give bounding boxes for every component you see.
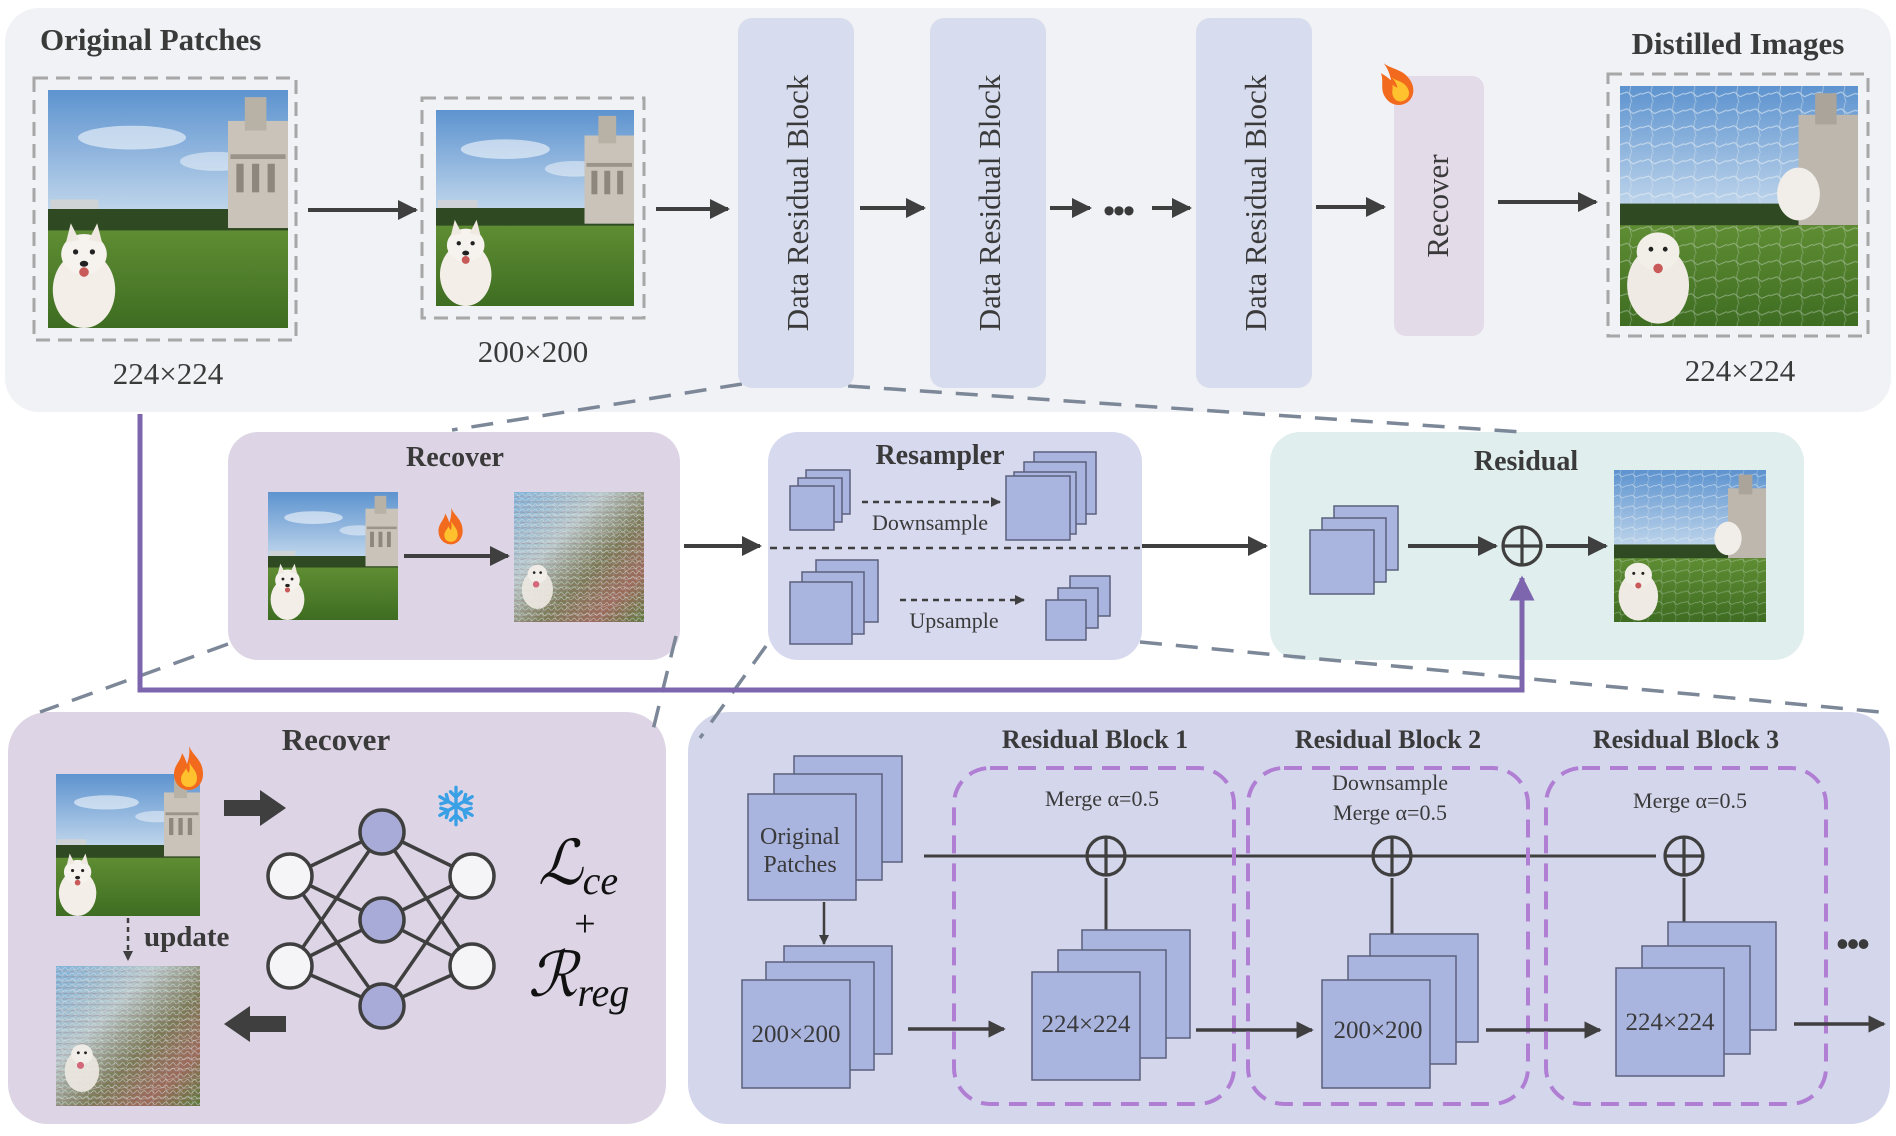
residual-block-1-stack — [1031, 929, 1191, 1081]
original-patches-label-line1: Original — [760, 824, 840, 850]
recover-training-title: Recover — [282, 722, 391, 757]
residual-block-3-merge: Merge α=0.5 — [1633, 788, 1747, 813]
data-residual-block-2 — [930, 18, 1046, 388]
recover-detail-title: Recover — [406, 442, 504, 473]
neural-network-icon — [266, 808, 496, 1030]
residual-block-1-add-icon — [1085, 835, 1127, 877]
residual-block-3-add-icon — [1663, 835, 1705, 877]
residual-block-2-add-icon — [1371, 835, 1413, 877]
data-residual-block-3-label: Data Residual Block — [1238, 74, 1273, 331]
original-patches-title: Original Patches — [40, 22, 261, 57]
residual-block-2-stack — [1321, 933, 1479, 1089]
resized-photo-frame — [420, 96, 646, 320]
data-residual-block-1 — [738, 18, 854, 388]
recover-detail-input-photo — [268, 492, 398, 620]
resampler-title: Resampler — [875, 440, 1004, 471]
data-residual-block-2-label: Data Residual Block — [972, 74, 1007, 331]
top-ellipsis: ••• — [1103, 192, 1134, 230]
residual-block-3-frame — [1544, 766, 1828, 1106]
recover-block — [1394, 76, 1484, 336]
residual-block-2-frame — [1246, 766, 1530, 1106]
original-patches-stack — [747, 755, 903, 901]
input-200-stack — [741, 945, 893, 1089]
resampler-large-stack — [1005, 451, 1097, 541]
residual-block-2-size: 200×200 — [1333, 1017, 1422, 1044]
resampler-small-stack — [789, 469, 851, 531]
residual-stack — [1309, 505, 1399, 595]
residual-block-3-size: 224×224 — [1625, 1009, 1715, 1036]
residual-block-1-title: Residual Block 1 — [1002, 725, 1188, 754]
arrow-from-network — [224, 1006, 286, 1042]
upsample-label: Upsample — [909, 608, 998, 633]
residual-block-2-title: Residual Block 2 — [1295, 725, 1481, 754]
resized-size-label: 200×200 — [478, 334, 588, 369]
original-photo — [48, 90, 288, 328]
resized-photo — [436, 110, 634, 306]
downsample-label: Downsample — [872, 510, 988, 535]
input-size-label: 200×200 — [751, 1021, 840, 1048]
loss-ce: ℒce — [538, 830, 618, 903]
distilled-images-title: Distilled Images — [1632, 26, 1845, 61]
circled-plus-icon — [1501, 525, 1543, 567]
data-residual-block-1-label: Data Residual Block — [780, 74, 815, 331]
update-label: update — [144, 921, 230, 953]
data-residual-block-3 — [1196, 18, 1312, 388]
skip-connection-line — [137, 414, 1535, 693]
residual-output-photo — [1614, 470, 1766, 622]
residual-block-2-downsample: Downsample — [1332, 770, 1448, 795]
recover-block-label: Recover — [1420, 154, 1455, 258]
recover-detail-output-photo — [514, 492, 644, 622]
recover-training-output-photo — [56, 966, 200, 1106]
resampler-mid-stack — [789, 559, 879, 645]
resampler-tiny-stack — [1045, 575, 1111, 641]
distilled-photo-frame — [1606, 72, 1870, 338]
residual-block-1-merge: Merge α=0.5 — [1045, 786, 1159, 811]
residual-block-1-frame — [952, 766, 1236, 1106]
recover-training-input-photo — [56, 774, 200, 916]
arrow-to-network — [224, 790, 286, 826]
residual-block-2-merge: Merge α=0.5 — [1333, 800, 1447, 825]
original-patches-label-line2: Patches — [763, 852, 836, 878]
residual-block-3-title: Residual Block 3 — [1593, 725, 1779, 754]
bottom-ellipsis: ••• — [1836, 923, 1869, 964]
residual-block-1-size: 224×224 — [1041, 1011, 1131, 1038]
loss-plus: + — [574, 903, 595, 945]
loss-reg: ℛreg — [528, 942, 629, 1015]
residual-block-3-stack — [1615, 921, 1777, 1077]
distilled-size-label: 224×224 — [1685, 353, 1796, 388]
distilled-photo — [1620, 86, 1858, 326]
original-size-label: 224×224 — [113, 356, 224, 391]
residual-title: Residual — [1474, 446, 1578, 477]
